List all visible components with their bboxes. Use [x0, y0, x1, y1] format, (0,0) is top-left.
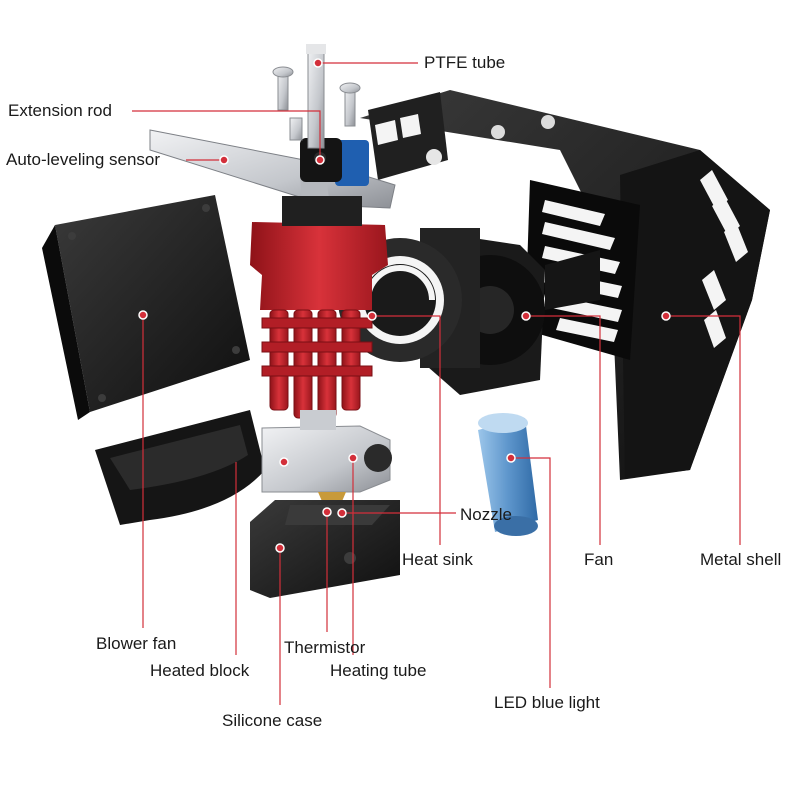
dot-metal-shell — [661, 311, 671, 321]
heat-sink — [250, 196, 388, 419]
heated-block — [261, 410, 392, 493]
dot-ptfe-tube — [313, 58, 323, 68]
dot-heated-block — [279, 457, 289, 467]
screws — [272, 66, 361, 141]
label-auto-leveling-sensor: Auto-leveling sensor — [6, 150, 161, 169]
label-blower-fan: Blower fan — [96, 634, 177, 653]
dot-nozzle — [337, 508, 347, 518]
label-ptfe-tube: PTFE tube — [424, 53, 506, 72]
leader-lines — [132, 62, 741, 705]
silicone-case — [250, 500, 400, 598]
leader-fan — [526, 315, 601, 545]
label-thermistor: Thermistor — [284, 638, 366, 657]
leader-led-blue-light — [511, 457, 551, 688]
callout-dots — [138, 58, 671, 553]
leader-metal-shell — [666, 315, 741, 545]
dot-extension-rod — [315, 155, 325, 165]
label-silicone-case: Silicone case — [222, 711, 323, 730]
dot-led-blue-light — [506, 453, 516, 463]
blower-fan — [42, 195, 250, 420]
blower-duct — [95, 410, 265, 525]
label-heat-sink: Heat sink — [402, 550, 473, 569]
dot-thermistor — [322, 507, 332, 517]
metal-shell-top-slots — [375, 114, 421, 145]
dot-fan — [521, 311, 531, 321]
dot-blower-fan — [138, 310, 148, 320]
heat-sink-fins — [261, 309, 373, 419]
dot-silicone-case — [275, 543, 285, 553]
label-heating-tube: Heating tube — [330, 661, 427, 680]
led-blue-light — [478, 413, 538, 536]
label-led-blue-light: LED blue light — [494, 693, 600, 712]
metal-shell-grille — [542, 200, 622, 342]
label-metal-shell: Metal shell — [700, 550, 782, 569]
metal-shell-side-slots — [700, 170, 748, 348]
dot-heat-sink — [367, 311, 377, 321]
label-nozzle: Nozzle — [460, 505, 512, 524]
dot-heating-tube — [348, 453, 358, 463]
label-extension-rod: Extension rod — [8, 101, 112, 120]
dot-auto-leveling-sensor — [219, 155, 229, 165]
label-fan: Fan — [584, 550, 614, 569]
leader-heat-sink — [372, 315, 441, 545]
leader-extension-rod — [132, 110, 321, 160]
label-heated-block: Heated block — [150, 661, 250, 680]
